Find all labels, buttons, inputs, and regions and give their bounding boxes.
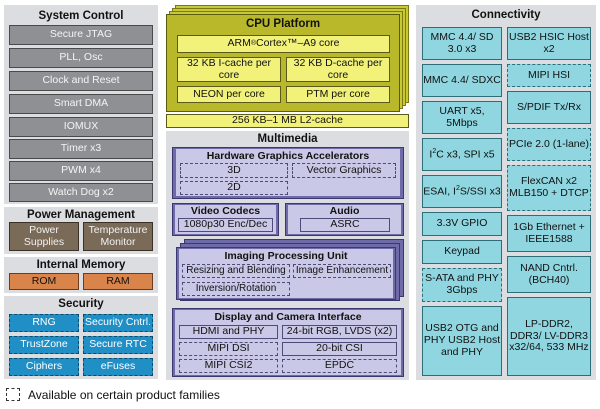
power-supplies-block: Power Supplies xyxy=(9,222,79,251)
l2-cache-block: 256 KB–1 MB L2-cache xyxy=(166,114,409,128)
power-management-title: Power Management xyxy=(27,209,135,221)
uart-block: UART x5, 5Mbps xyxy=(422,101,502,134)
internal-memory-title: Internal Memory xyxy=(36,259,126,271)
trustzone-block: TrustZone xyxy=(9,336,79,354)
security-controller-block: Security Cntrl. xyxy=(83,314,153,332)
i2c-suffix: C x3, SPI x5 xyxy=(436,148,495,161)
temperature-monitor-block: Temperature Monitor xyxy=(83,222,153,251)
image-enhancement-block: Image Enhancement xyxy=(293,264,391,278)
mmc-sdxc-block: MMC 4.4/ SDXC xyxy=(422,64,502,97)
asrc-block: ASRC xyxy=(300,218,390,232)
audio-title: Audio xyxy=(329,205,360,217)
security-title: Security xyxy=(58,298,104,310)
gfx-3d-block: 3D xyxy=(180,163,288,178)
mipi-csi2-block: MIPI CSI2 xyxy=(179,359,278,373)
gfx-2d-block: 2D xyxy=(180,181,288,195)
arm-core-prefix: ARM xyxy=(227,37,251,50)
lpddr-block: LP-DDR2, DDR3/ LV-DDR3 x32/64, 533 MHz xyxy=(507,297,591,376)
spdif-block: S/PDIF Tx/Rx xyxy=(507,91,591,124)
rng-block: RNG xyxy=(9,314,79,332)
esai-superscript: 2 xyxy=(455,184,460,192)
pll-osc-block: PLL, Osc xyxy=(9,48,153,68)
dcache-block: 32 KB D-cache per core xyxy=(286,57,390,82)
gpio-block: 3.3V GPIO xyxy=(422,212,502,236)
clock-reset-block: Clock and Reset xyxy=(9,71,153,91)
hga-title-text: Hardware Graphics Accelerators xyxy=(206,150,370,162)
ipu-title: Imaging Processing Unit xyxy=(224,250,348,262)
mipi-dsi-block: MIPI DSI xyxy=(179,342,278,356)
arm-core-suffix: Cortex™–A9 core xyxy=(256,37,340,50)
efuses-block: eFuses xyxy=(83,358,153,376)
esai-block: ESAI, I2S/SSI x3 xyxy=(422,175,502,208)
i2c-prefix: I xyxy=(429,148,433,161)
hdmi-phy-block: HDMI and PHY xyxy=(179,325,278,339)
ethernet-block: 1Gb Ethernet + IEEE1588 xyxy=(507,215,591,252)
vector-graphics-block: Vector Graphics xyxy=(292,163,396,178)
video-codecs-title: Video Codecs xyxy=(190,205,261,217)
mmc-sd-block: MMC 4.4/ SD 3.0 x3 xyxy=(422,27,502,60)
neon-block: NEON per core xyxy=(177,86,281,103)
video-1080p-block: 1080p30 Enc/Dec xyxy=(178,218,273,232)
csi-20bit-block: 20-bit CSI xyxy=(282,342,397,356)
display-camera-title: Display and Camera Interface xyxy=(214,311,362,323)
smart-dma-block: Smart DMA xyxy=(9,94,153,114)
multimedia-title: Multimedia xyxy=(257,133,318,145)
arm-core-block: ARM® Cortex™–A9 core xyxy=(177,35,390,53)
pwm-block: PWM x4 xyxy=(9,161,153,181)
secure-rtc-block: Secure RTC xyxy=(83,336,153,354)
watchdog-block: Watch Dog x2 xyxy=(9,183,153,202)
ciphers-block: Ciphers xyxy=(9,358,79,376)
mipi-hsi-block: MIPI HSI xyxy=(507,64,591,87)
connectivity-title: Connectivity xyxy=(471,9,541,21)
i2c-spi-block: I2C x3, SPI x5 xyxy=(422,138,502,171)
sata-block: S-ATA and PHY 3Gbps xyxy=(422,268,502,302)
legend-text: Available on certain product families xyxy=(28,388,220,402)
ram-block: RAM xyxy=(83,273,153,290)
resizing-blending-block: Resizing and Blending xyxy=(182,264,290,278)
timer-block: Timer x3 xyxy=(9,139,153,159)
i2c-superscript: 2 xyxy=(432,147,437,155)
ptm-block: PTM per core xyxy=(286,86,390,103)
esai-suffix: S/SSI x3 xyxy=(459,185,501,198)
icache-block: 32 KB I-cache per core xyxy=(177,57,281,82)
flexcan-block: FlexCAN x2 MLB150 + DTCP xyxy=(507,165,591,211)
system-control-title: System Control xyxy=(38,10,124,22)
usb2-hsic-block: USB2 HSIC Host x2 xyxy=(507,27,591,60)
legend-dashed-swatch xyxy=(6,388,20,401)
keypad-block: Keypad xyxy=(422,240,502,264)
epdc-block: EPDC xyxy=(282,359,397,373)
nand-block: NAND Cntrl. (BCH40) xyxy=(507,256,591,293)
arm-registered-mark: ® xyxy=(250,40,257,48)
secure-jtag-block: Secure JTAG xyxy=(9,25,153,45)
iomux-block: IOMUX xyxy=(9,117,153,137)
cpu-platform-title: CPU Platform xyxy=(245,18,321,30)
inversion-rotation-block: Inversion/Rotation xyxy=(182,282,290,296)
rgb-lvds-block: 24-bit RGB, LVDS (x2) xyxy=(282,325,397,339)
pcie-block: PCIe 2.0 (1-lane) xyxy=(507,128,591,161)
usb2-otg-block: USB2 OTG and PHY USB2 Host and PHY xyxy=(422,306,502,376)
esai-prefix: ESAI, I xyxy=(423,185,456,198)
rom-block: ROM xyxy=(9,273,79,290)
